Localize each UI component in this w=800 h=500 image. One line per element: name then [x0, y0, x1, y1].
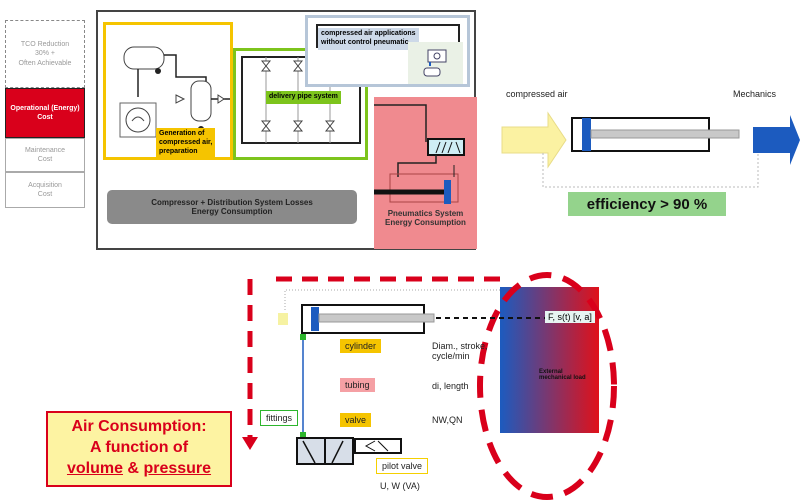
compressed-air-label: compressed air	[506, 89, 568, 99]
external-load-box	[500, 287, 599, 433]
tco-reduction-item: TCO Reduction 30% + Often Achievable	[5, 20, 85, 88]
pneumatics-label: Pneumatics System Energy Consumption	[385, 209, 466, 227]
external-load-label: External mechanical load	[539, 369, 586, 381]
tco-acquisition-cost-item: Acquisition Cost	[5, 172, 85, 208]
generation-label: Generation of compressed air, preparatio…	[156, 128, 216, 159]
application-device-icon	[408, 42, 463, 84]
fittings-tag: fittings	[260, 410, 299, 426]
pneumatics-schematic	[374, 104, 465, 204]
cylinder-tag: cylinder	[340, 339, 382, 353]
down-arrow-icon	[242, 437, 258, 450]
pilot-valve-params: U, W (VA)	[380, 481, 420, 491]
tco-maintenance-cost-item: Maintenance Cost	[5, 138, 85, 172]
losses-banner: Compressor + Distribution System Losses …	[107, 190, 357, 224]
callout-pressure: pressure	[143, 460, 212, 477]
load-highlight-ellipse	[477, 272, 617, 500]
piston	[311, 307, 319, 331]
pilot-valve-tag: pilot valve	[376, 458, 429, 474]
callout-line-1: Air Consumption:	[71, 418, 207, 435]
valve-tag: valve	[340, 413, 372, 427]
pilot-solenoid	[354, 438, 402, 454]
generation-frame: Generation of compressed air, preparatio…	[103, 22, 233, 160]
compressor-schematic	[119, 46, 230, 138]
piston-rod	[318, 313, 435, 323]
pneumatics-panel: Pneumatics System Energy Consumption	[374, 97, 477, 249]
callout-volume: volume	[66, 460, 123, 477]
efficiency-schematic	[501, 111, 800, 188]
piston	[582, 118, 591, 151]
tubing-params: di, length	[432, 381, 469, 391]
applications-frame: compressed air applications without cont…	[305, 15, 470, 87]
input-arrow-icon	[501, 111, 567, 169]
tco-stack: TCO Reduction 30% + Often Achievable Ope…	[5, 20, 85, 208]
tco-operational-cost-item: Operational (Energy) Cost	[5, 88, 85, 138]
valve-params: NW,QN	[432, 415, 463, 425]
applications-label: compressed air applications without cont…	[318, 28, 419, 50]
delivery-pipe-label: delivery pipe system	[266, 91, 341, 104]
delivery-pipe-frame: delivery pipe system	[233, 48, 368, 160]
mechanics-label: Mechanics	[733, 89, 777, 99]
output-arrow-icon	[753, 115, 800, 165]
tubing-tag: tubing	[340, 378, 375, 392]
cylinder-params: Diam., stroke, cycle/min	[432, 341, 488, 361]
air-consumption-callout: Air Consumption: A function of volume & …	[46, 411, 232, 487]
callout-line-2: A function of	[89, 439, 189, 456]
piston-rod	[590, 129, 740, 139]
load-signal-label: F, s(t) [v, a]	[545, 311, 595, 323]
efficiency-badge: efficiency > 90 %	[568, 192, 726, 216]
